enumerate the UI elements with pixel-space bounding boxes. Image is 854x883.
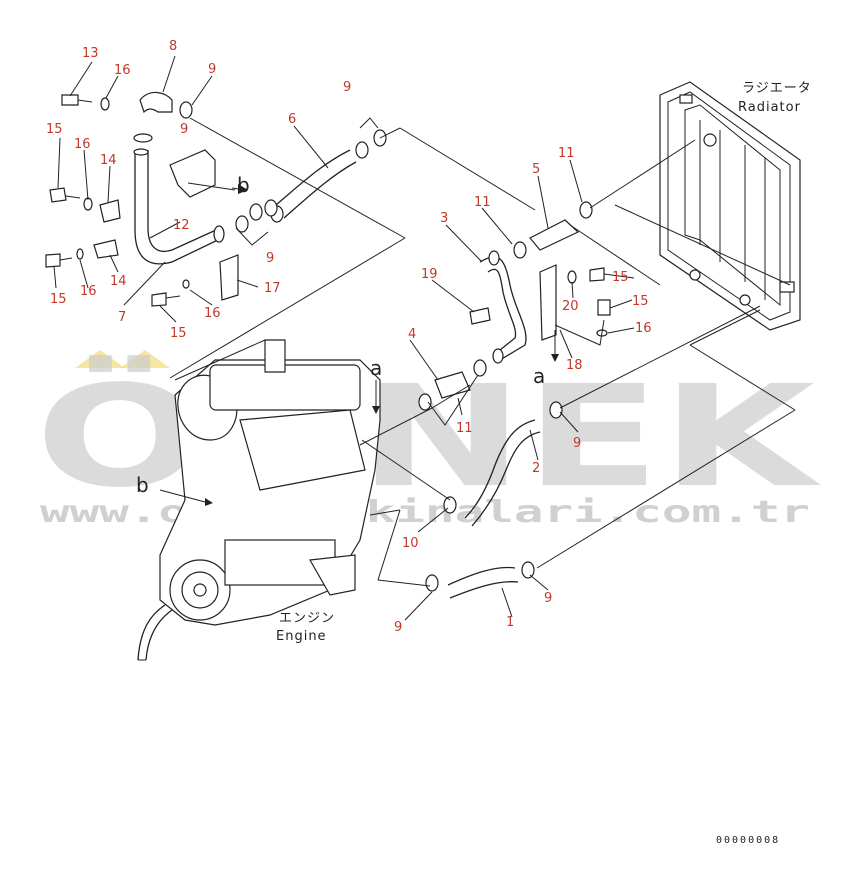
callout-15c: 15 [170,326,187,341]
engine-label-en: Engine [276,629,327,644]
callout-9c: 9 [343,80,351,95]
callout-19: 19 [421,267,438,282]
watermark-mark-icon [120,350,170,368]
callout-2: 2 [532,461,540,476]
callout-9d: 9 [266,251,274,266]
callout-9e: 9 [573,436,581,451]
callout-7: 7 [118,310,126,325]
callout-12: 12 [173,218,190,233]
hose-5 [513,201,593,259]
callout-10: 10 [402,536,419,551]
callout-11c: 11 [456,421,473,436]
callout-16d: 16 [204,306,221,321]
radiator-label-jp: ラジエータ [742,81,812,96]
callout-17: 17 [264,281,281,296]
watermark-url: www.ornekmakinalari.com.tr [40,495,810,530]
drawing-number: 00000008 [716,835,780,846]
callout-16e: 16 [635,321,652,336]
callout-15e: 15 [632,294,649,309]
radiator-drawing: ラジエータ Radiator [659,81,812,331]
hose-3 [469,250,611,364]
callout-9: 9 [208,62,216,77]
callout-16c: 16 [80,284,97,299]
callout-15d: 15 [612,270,629,285]
watermark-mark-icon [75,350,125,368]
arrow-a-icon [551,354,559,362]
callout-9f: 9 [394,620,402,635]
arrow-a-icon [372,406,380,414]
callout-15: 15 [46,122,63,137]
callout-6: 6 [288,112,296,127]
callout-4: 4 [408,327,416,342]
hose-6 [264,129,387,223]
callout-15b: 15 [50,292,67,307]
callout-11: 11 [558,146,575,161]
radiator-label-en: Radiator [738,100,801,115]
callout-9b: 9 [180,122,188,137]
callout-20: 20 [562,299,579,314]
ref-a-engine: a [370,356,382,380]
hose-2 [443,401,563,527]
callout-8: 8 [169,39,177,54]
upper-pipe-assembly [45,91,263,307]
callout-16b: 16 [74,137,91,152]
ref-b-engine: b [136,473,149,497]
callout-14: 14 [100,153,117,168]
callout-5: 5 [532,162,540,177]
reference-letters: b a a b [136,173,545,497]
callout-labels: 13 16 8 9 9 15 16 14 12 6 9 9 17 7 15 16… [46,39,652,635]
callout-16: 16 [114,63,131,78]
ref-a-bracket: a [533,364,545,388]
callout-1: 1 [506,615,514,630]
callout-14b: 14 [110,274,127,289]
hose-1 [425,561,535,599]
callout-11b: 11 [474,195,491,210]
engine-label-jp: エンジン [279,611,335,626]
engine-drawing: エンジン Engine [137,339,381,661]
leader-lines [53,55,635,621]
hose-4 [418,359,487,411]
routing-lines [159,117,796,587]
arrow-b-icon [205,498,213,506]
callout-3: 3 [440,211,448,226]
callout-13: 13 [82,46,99,61]
watermark: ÖRNEK www.ornekmakinalari.com.tr [35,350,821,530]
ref-b-upper: b [237,173,250,197]
arrow-b-icon [238,184,248,194]
callout-9g: 9 [544,591,552,606]
callout-18: 18 [566,358,583,373]
